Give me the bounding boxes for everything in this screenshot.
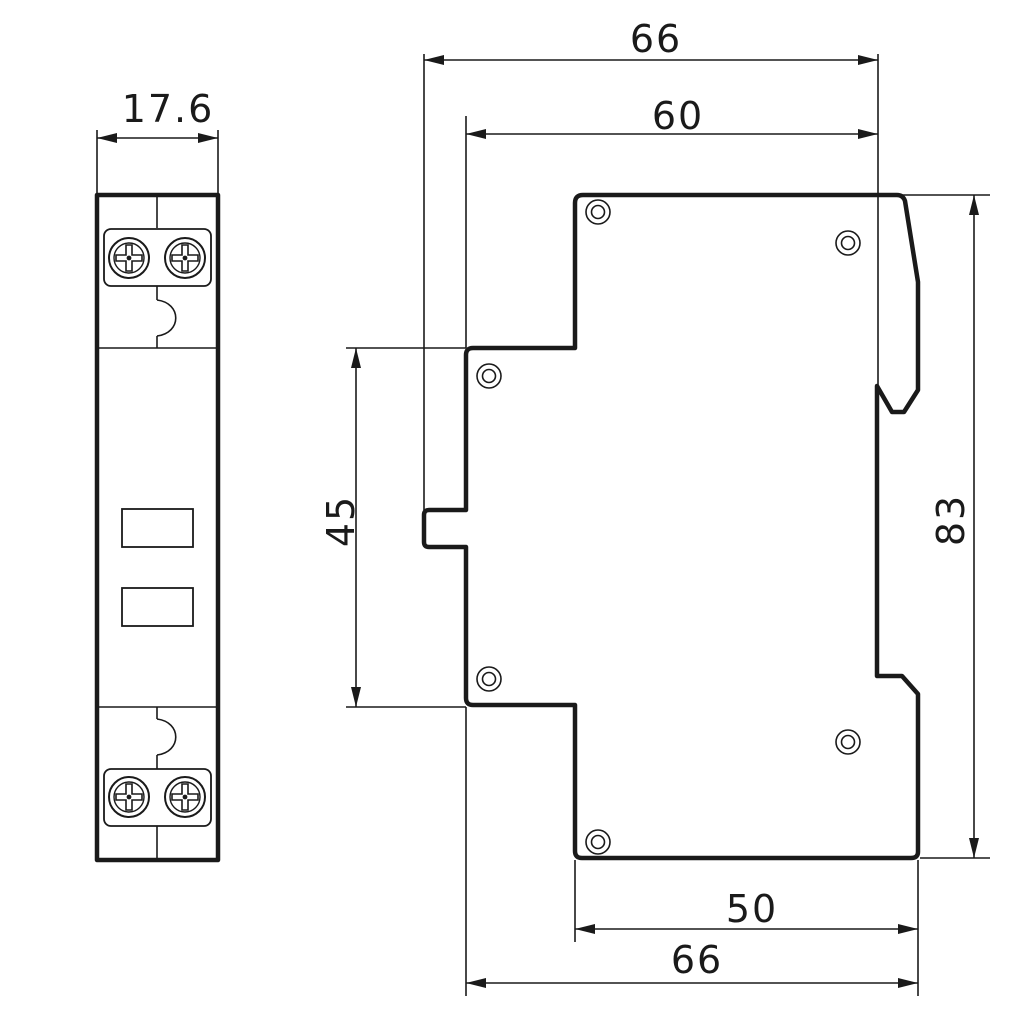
- rail-height-label: 45: [319, 495, 363, 547]
- bottom-base-dimension: [574, 860, 919, 996]
- indicator-window-lower: [121, 587, 194, 627]
- side-housing: [421, 192, 921, 861]
- front-view: [94, 130, 221, 863]
- total-height-label: 83: [929, 494, 973, 546]
- mounting-hole-icon: [476, 666, 502, 692]
- mounting-hole-icon: [585, 199, 611, 225]
- indicator-window-upper: [121, 508, 194, 548]
- top-left-screw-icon: [108, 237, 150, 279]
- bottom-overall-dimension: [465, 707, 918, 996]
- top-overall-label: 66: [630, 17, 682, 61]
- front-width-label: 17.6: [122, 87, 215, 131]
- side-view: [421, 192, 921, 861]
- mounting-hole-icon: [835, 230, 861, 256]
- top-body-label: 60: [652, 94, 704, 138]
- bottom-terminal-block: [103, 768, 212, 827]
- top-overall-dimension: [423, 54, 879, 510]
- top-body-dimension: [465, 116, 878, 348]
- total-height-dimension: [900, 194, 990, 859]
- bottom-right-screw-icon: [164, 776, 206, 818]
- bottom-base-label: 50: [726, 887, 778, 931]
- mounting-hole-icon: [476, 363, 502, 389]
- bottom-left-screw-icon: [108, 776, 150, 818]
- mounting-hole-icon: [585, 829, 611, 855]
- bottom-overall-label: 66: [671, 938, 723, 982]
- rail-height-dimension: [346, 347, 466, 708]
- top-terminal-block: [103, 228, 212, 287]
- top-right-screw-icon: [164, 237, 206, 279]
- mounting-hole-icon: [835, 729, 861, 755]
